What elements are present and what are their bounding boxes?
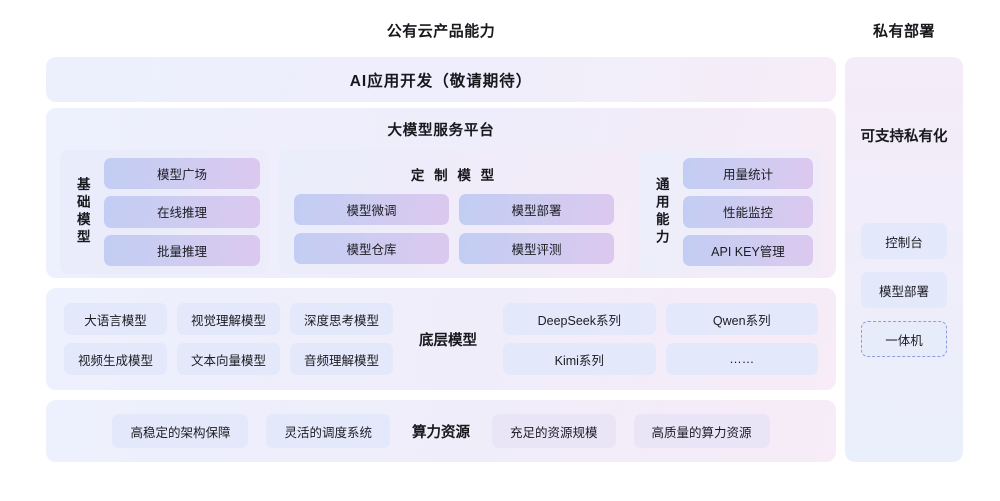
private-deployment-panel: 可支持私有化 控制台 模型部署 一体机 xyxy=(845,57,963,462)
private-deploy-column-title: 私有部署 xyxy=(872,23,935,40)
chip-batch-inference[interactable]: 批量推理 xyxy=(104,234,260,266)
chip-text-embedding[interactable]: 文本向量模型 xyxy=(177,343,281,375)
chip-high-quality-compute[interactable]: 高质量的算力资源 xyxy=(633,414,770,448)
chip-qwen-series[interactable]: Qwen系列 xyxy=(665,303,818,335)
chip-model-plaza[interactable]: 模型广场 xyxy=(104,158,260,190)
band-model-service-platform: 大模型服务平台 基础模型 模型广场 在线推理 批量推理 定 制 模 型 模型微调… xyxy=(46,108,836,278)
band-ai-application-development: AI应用开发（敬请期待） xyxy=(46,57,836,102)
base-models-chip-column: 模型广场 在线推理 批量推理 xyxy=(104,158,260,266)
chip-console[interactable]: 控制台 xyxy=(861,223,947,259)
subpanel-custom-models: 定 制 模 型 模型微调 模型部署 模型仓库 模型评测 xyxy=(279,150,629,274)
chip-audio-model[interactable]: 音频理解模型 xyxy=(290,343,394,375)
chip-model-finetune[interactable]: 模型微调 xyxy=(294,194,449,225)
chip-vision-model[interactable]: 视觉理解模型 xyxy=(177,303,281,335)
foundation-capability-chip-grid: 大语言模型 视觉理解模型 深度思考模型 视频生成模型 文本向量模型 音频理解模型 xyxy=(64,303,394,375)
chip-usage-statistics[interactable]: 用量统计 xyxy=(683,158,813,190)
chip-performance-monitor[interactable]: 性能监控 xyxy=(683,196,813,228)
chip-stable-architecture[interactable]: 高稳定的架构保障 xyxy=(112,414,249,448)
platform-subpanel-row: 基础模型 模型广场 在线推理 批量推理 定 制 模 型 模型微调 模型部署 模型… xyxy=(60,150,822,274)
band-compute-resources-label: 算力资源 xyxy=(412,424,470,441)
public-cloud-column-title: 公有云产品能力 xyxy=(386,23,496,40)
custom-models-chip-grid: 模型微调 模型部署 模型仓库 模型评测 xyxy=(288,194,620,266)
chip-online-inference[interactable]: 在线推理 xyxy=(104,196,260,228)
chip-deepseek-series[interactable]: DeepSeek系列 xyxy=(503,303,656,335)
chip-api-key-management[interactable]: API KEY管理 xyxy=(683,234,813,266)
chip-flexible-scheduling[interactable]: 灵活的调度系统 xyxy=(266,414,390,448)
chip-model-evaluation[interactable]: 模型评测 xyxy=(459,233,614,264)
common-capability-chip-column: 用量统计 性能监控 API KEY管理 xyxy=(683,158,813,266)
chip-more-series[interactable]: …… xyxy=(665,343,818,375)
subpanel-custom-models-title: 定 制 模 型 xyxy=(410,168,498,183)
foundation-vendor-chip-grid: DeepSeek系列 Qwen系列 Kimi系列 …… xyxy=(503,303,818,375)
chip-ample-resource-scale[interactable]: 充足的资源规模 xyxy=(492,414,616,448)
subpanel-common-capability-side-label: 通用能力 xyxy=(653,177,669,247)
chip-private-model-deploy[interactable]: 模型部署 xyxy=(861,272,947,308)
chip-kimi-series[interactable]: Kimi系列 xyxy=(503,343,656,375)
band-model-service-platform-label: 大模型服务平台 xyxy=(387,123,495,139)
chip-reasoning-model[interactable]: 深度思考模型 xyxy=(290,303,394,335)
chip-model-deploy[interactable]: 模型部署 xyxy=(459,194,614,225)
chip-model-repository[interactable]: 模型仓库 xyxy=(294,233,449,264)
subpanel-base-models: 基础模型 模型广场 在线推理 批量推理 xyxy=(60,150,269,274)
subpanel-base-models-side-label: 基础模型 xyxy=(74,177,90,247)
chip-all-in-one-machine[interactable]: 一体机 xyxy=(861,321,947,357)
band-foundation-models: 大语言模型 视觉理解模型 深度思考模型 视频生成模型 文本向量模型 音频理解模型… xyxy=(46,288,836,390)
band-compute-resources: 高稳定的架构保障 灵活的调度系统 算力资源 充足的资源规模 高质量的算力资源 xyxy=(46,400,836,462)
band-foundation-models-label: 底层模型 xyxy=(419,332,478,349)
chip-llm[interactable]: 大语言模型 xyxy=(64,303,168,335)
subpanel-common-capability: 通用能力 用量统计 性能监控 API KEY管理 xyxy=(639,150,822,274)
chip-video-gen-model[interactable]: 视频生成模型 xyxy=(64,343,168,375)
private-deployment-lead-label: 可支持私有化 xyxy=(860,129,948,145)
band-ai-application-development-label: AI应用开发（敬请期待） xyxy=(349,72,533,90)
